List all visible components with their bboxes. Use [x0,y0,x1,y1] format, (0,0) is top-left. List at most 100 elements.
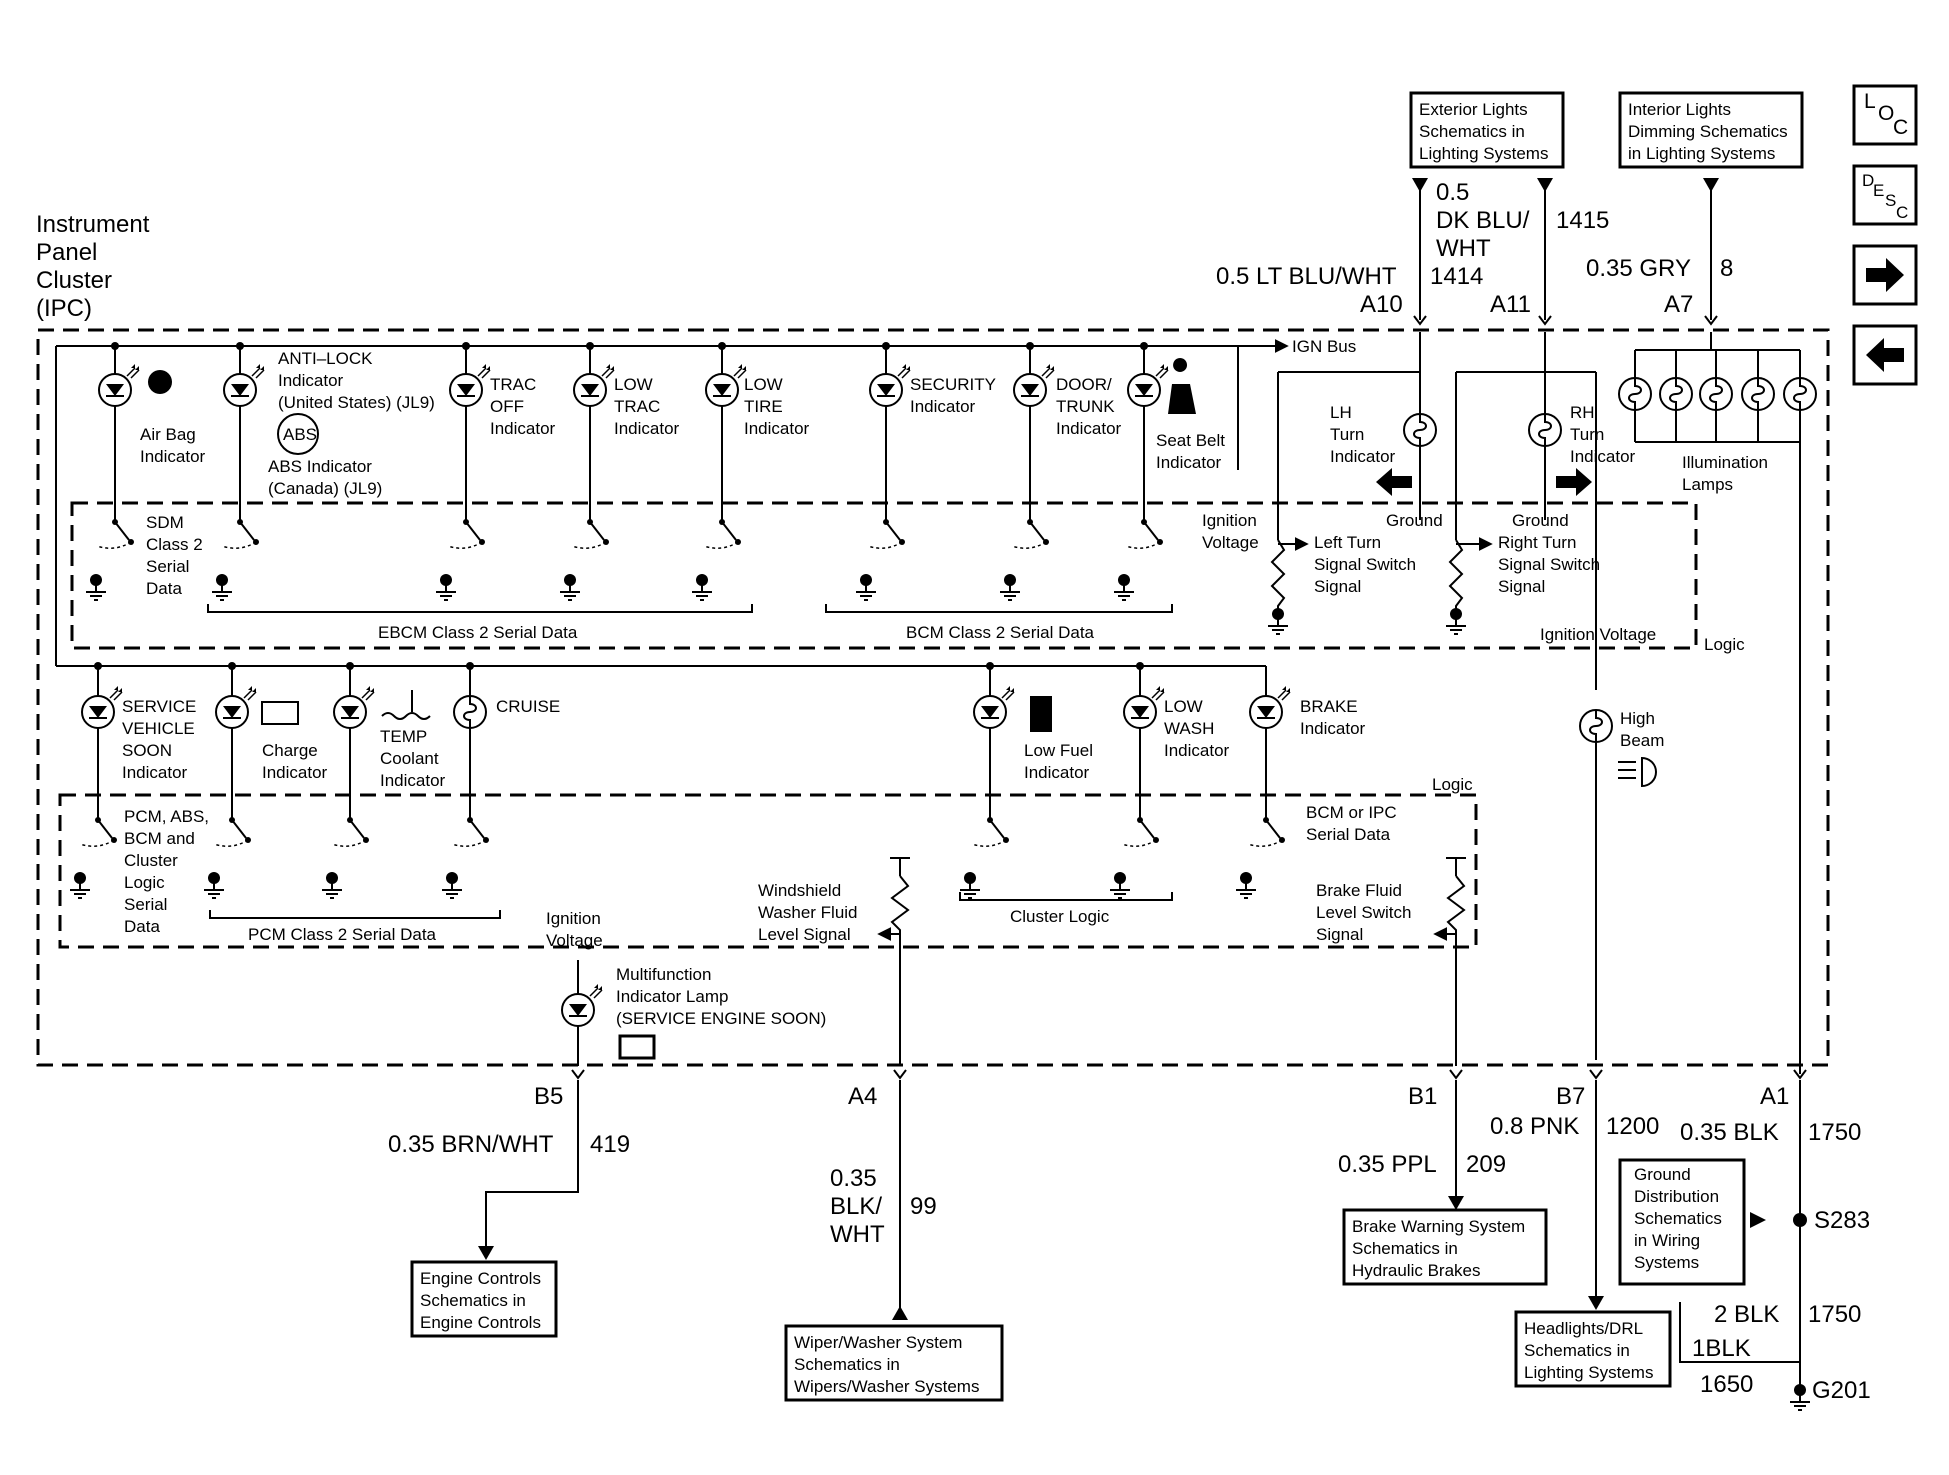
b1-pin: B1 [1408,1083,1437,1110]
svg-text:Indicator: Indicator [1300,719,1366,738]
sdm-label-3: Serial [146,557,189,576]
svg-text:Distribution: Distribution [1634,1187,1719,1206]
svg-text:Signal: Signal [1316,925,1363,944]
svg-text:Illumination: Illumination [1682,453,1768,472]
bcm-ipc-line-1: BCM or IPC [1306,803,1397,822]
svg-text:Brake Warning System: Brake Warning System [1352,1217,1525,1236]
seatbelt-icon [1168,358,1196,414]
svg-text:Indicator: Indicator [380,771,446,790]
a7-size-color: 0.35 GRY [1586,255,1691,282]
brake-indicator: BRAKE Indicator [1235,666,1366,899]
low-tire-indicator: LOW TIRE Indicator [691,342,810,601]
pcm-label-2: BCM and [124,829,195,848]
cluster-logic-bracket [959,892,1173,901]
ground-distribution-ref-box[interactable]: Ground Distribution Schematics in Wiring… [1618,1158,1746,1286]
svg-text:Schematics in: Schematics in [1352,1239,1458,1258]
svg-text:Indicator: Indicator [910,397,976,416]
brake-warning-ref-box[interactable]: Brake Warning System Schematics in Hydra… [1342,1208,1548,1286]
temp-coolant-indicator: TEMP Coolant Indicator [321,662,446,899]
svg-text:Headlights/DRL: Headlights/DRL [1524,1319,1643,1338]
w2-circuit: 1750 [1808,1301,1861,1328]
sdm-label-4: Data [146,579,182,598]
a11-circuit: 1415 [1556,207,1609,234]
svg-text:Turn: Turn [1330,425,1364,444]
s283-splice [1793,1213,1807,1227]
cruise-indicator: CRUISE [441,662,560,899]
svg-text:CRUISE: CRUISE [496,697,560,716]
engine-icon [618,1034,656,1060]
left-turn-line-3: Signal [1314,577,1361,596]
a11-size-color-3: WHT [1436,235,1491,262]
svg-text:Lighting Systems: Lighting Systems [1419,144,1548,163]
sdm-label-1: SDM [146,513,184,532]
a4-size-color-1: 0.35 [830,1165,877,1192]
bcm-bus-label: BCM Class 2 Serial Data [906,623,1095,642]
ipc-title-line-1: Instrument [36,211,150,238]
svg-text:Indicator: Indicator [122,763,188,782]
engine-controls-ref-box[interactable]: Engine Controls Schematics in Engine Con… [410,1260,558,1338]
pcm-label-5: Serial [124,895,167,914]
svg-text:O: O [1878,102,1894,125]
svg-text:Dimming Schematics: Dimming Schematics [1628,122,1788,141]
low-fuel-indicator: Low Fuel Indicator [959,662,1093,899]
w3-size-color: 1BLK [1692,1335,1751,1362]
b7-size-color: 0.8 PNK [1490,1113,1579,1140]
svg-text:Washer Fluid: Washer Fluid [758,903,858,922]
svg-text:Ignition: Ignition [546,909,601,928]
fuel-pump-icon [1030,696,1052,732]
interior-lights-ref-box[interactable]: Interior Lights Dimming Schematics in Li… [1618,91,1804,169]
desc-button[interactable]: D E S C [1852,164,1918,226]
svg-text:SERVICE: SERVICE [122,697,196,716]
svg-text:Engine Controls: Engine Controls [420,1269,541,1288]
lower-logic-box [58,793,1478,949]
svg-text:TEMP: TEMP [380,727,427,746]
high-beam-indicator: High Beam [1579,709,1664,1060]
rh-ground-label: Ground [1512,511,1569,530]
a11-pin: A11 [1490,291,1531,318]
airbag-indicator: Air Bag Indicator [85,342,206,601]
svg-text:Schematics in: Schematics in [1524,1341,1630,1360]
rh-turn-indicator: RH Turn Indicator [1455,332,1636,540]
w3-wire [1679,1302,1800,1363]
a4-size-color-3: WHT [830,1221,885,1248]
svg-text:WASH: WASH [1164,719,1214,738]
a10-circuit: 1414 [1430,263,1483,290]
svg-text:Beam: Beam [1620,731,1664,750]
pcm-label-4: Logic [124,873,165,892]
svg-text:(Canada) (JL9): (Canada) (JL9) [268,479,382,498]
mil-indicator: Ignition Voltage Multifunction Indicator… [546,909,826,1066]
a7-circuit: 8 [1720,255,1733,282]
svg-text:Exterior Lights: Exterior Lights [1419,100,1528,119]
prev-page-button[interactable] [1852,324,1918,386]
security-indicator: SECURITY Indicator [855,342,996,601]
service-vehicle-soon-indicator: SERVICE VEHICLE SOON Indicator [69,662,196,899]
abs-badge-icon [277,413,319,455]
right-turn-line-2: Signal Switch [1498,555,1600,574]
next-page-button[interactable] [1852,244,1918,306]
a1-size-color: 0.35 BLK [1680,1119,1779,1146]
w3-circuit: 1650 [1700,1371,1753,1398]
svg-text:Schematics in: Schematics in [794,1355,900,1374]
svg-text:Turn: Turn [1570,425,1604,444]
svg-text:Indicator: Indicator [490,419,556,438]
b5-pin: B5 [534,1083,563,1110]
loc-button[interactable]: L O C [1852,84,1918,146]
arrow-right-icon [1866,258,1904,292]
exterior-lights-ref-box[interactable]: Exterior Lights Schematics in Lighting S… [1409,91,1565,169]
ipc-boundary [36,328,1830,1067]
b5-wire [485,1080,579,1250]
left-turn-line-2: Signal Switch [1314,555,1416,574]
svg-text:(United States) (JL9): (United States) (JL9) [278,393,435,412]
svg-text:S: S [1885,191,1896,210]
sdm-label-2: Class 2 [146,535,203,554]
svg-text:VEHICLE: VEHICLE [122,719,195,738]
svg-text:ABS Indicator: ABS Indicator [268,457,372,476]
svg-text:C: C [1893,116,1908,139]
headlights-drl-ref-box[interactable]: Headlights/DRL Schematics in Lighting Sy… [1514,1310,1672,1388]
a11-size-color-1: 0.5 [1436,179,1469,206]
lh-ground-label: Ground [1386,511,1443,530]
svg-text:in Lighting Systems: in Lighting Systems [1628,144,1775,163]
wiper-washer-ref-box[interactable]: Wiper/Washer System Schematics in Wipers… [784,1324,1004,1402]
trac-off-indicator: TRAC OFF Indicator [435,342,556,601]
